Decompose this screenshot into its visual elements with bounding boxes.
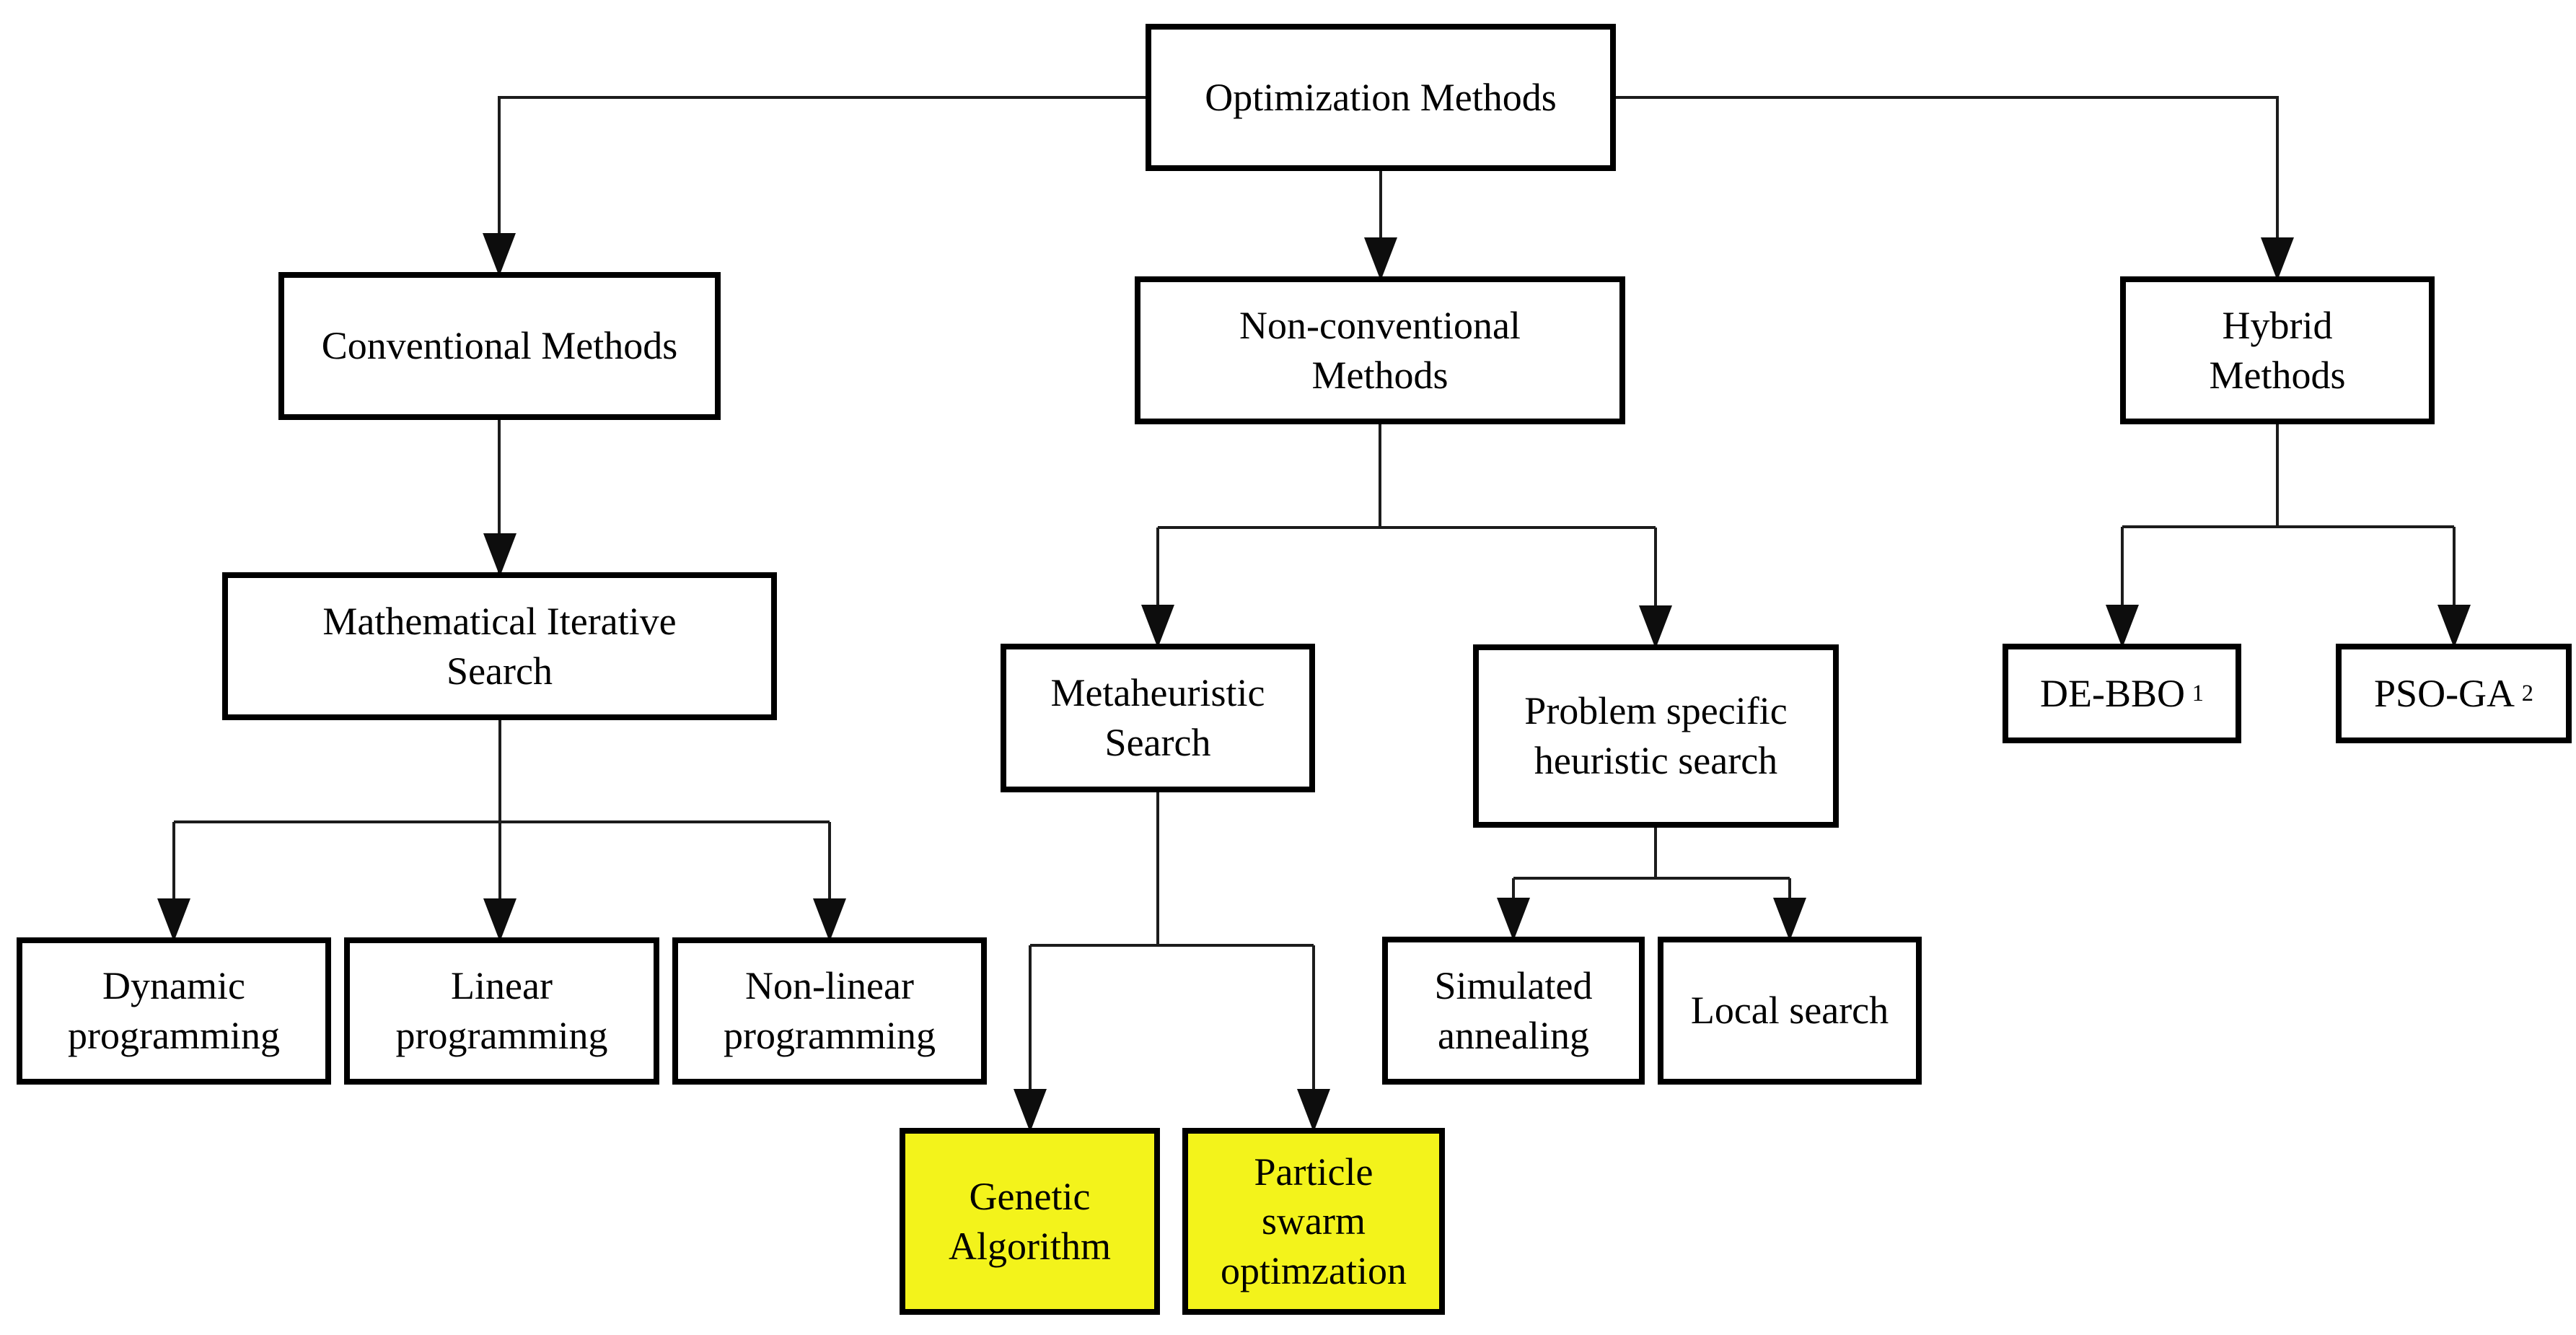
connector-line bbox=[172, 720, 831, 937]
arrowhead-down-icon bbox=[483, 533, 516, 577]
arrowhead-down-icon bbox=[2437, 605, 2471, 648]
arrowhead-down-icon bbox=[2106, 605, 2139, 648]
node-conventional-methods: Conventional Methods bbox=[278, 272, 721, 420]
node-label: Local search bbox=[1690, 989, 1889, 1033]
node-label: Mathematical Iterative Search bbox=[322, 599, 677, 693]
edge-optimization-to-nonconventional bbox=[1364, 171, 1397, 281]
node-optimization-methods: Optimization Methods bbox=[1146, 24, 1616, 171]
node-label: Optimization Methods bbox=[1205, 75, 1557, 119]
edges-nonconventional-to-children bbox=[1141, 424, 1672, 649]
connector-line bbox=[1616, 96, 2279, 276]
arrowhead-down-icon bbox=[2261, 237, 2294, 281]
node-label: Genetic Algorithm bbox=[949, 1174, 1111, 1268]
edge-optimization-to-conventional bbox=[483, 96, 1146, 276]
arrowhead-down-icon bbox=[1014, 1089, 1047, 1132]
node-mathematical-iterative-search: Mathematical Iterative Search bbox=[222, 572, 777, 720]
connector-line bbox=[498, 96, 1146, 272]
node-label: Particle swarm optimzation bbox=[1221, 1150, 1407, 1292]
node-label: Non-conventional Methods bbox=[1239, 303, 1521, 397]
node-metaheuristic-search: Metaheuristic Search bbox=[1001, 644, 1315, 792]
node-non-linear-programming: Non-linear programming bbox=[672, 937, 987, 1085]
edge-conventional-to-mathematical bbox=[483, 420, 516, 577]
connector-line bbox=[1029, 792, 1315, 1128]
node-label: Non-linear programming bbox=[724, 964, 936, 1057]
node-label: Linear programming bbox=[395, 964, 608, 1057]
connector-line bbox=[1512, 828, 1791, 937]
node-label: Problem specific heuristic search bbox=[1524, 689, 1788, 782]
node-label: DE-BBO bbox=[2040, 671, 2186, 715]
node-label: Dynamic programming bbox=[68, 964, 280, 1057]
connector-line bbox=[1156, 424, 1657, 644]
arrowhead-down-icon bbox=[1141, 605, 1174, 648]
node-non-conventional-methods: Non-conventional Methods bbox=[1135, 276, 1625, 424]
node-label: Conventional Methods bbox=[321, 324, 678, 368]
node-simulated-annealing: Simulated annealing bbox=[1382, 937, 1645, 1085]
node-label: Simulated annealing bbox=[1434, 963, 1593, 1057]
node-label: PSO-GA bbox=[2374, 671, 2515, 715]
node-label: Hybrid Methods bbox=[2209, 303, 2346, 397]
edge-optimization-to-hybrid bbox=[1616, 96, 2294, 281]
arrowhead-down-icon bbox=[813, 898, 846, 942]
arrowhead-down-icon bbox=[1364, 237, 1397, 281]
node-problem-specific-heuristic-search: Problem specific heuristic search bbox=[1473, 644, 1839, 828]
node-genetic-algorithm: Genetic Algorithm bbox=[900, 1128, 1160, 1315]
node-local-search: Local search bbox=[1658, 937, 1922, 1085]
edges-mathematical-to-children bbox=[157, 720, 846, 942]
node-linear-programming: Linear programming bbox=[344, 937, 659, 1085]
connector-line bbox=[2121, 424, 2456, 644]
edges-problem-specific-to-children bbox=[1497, 828, 1806, 941]
edges-hybrid-to-children bbox=[2106, 424, 2471, 648]
arrowhead-down-icon bbox=[1639, 605, 1672, 649]
node-particle-swarm-optimization: Particle swarm optimzation bbox=[1182, 1128, 1445, 1315]
arrowhead-down-icon bbox=[1497, 898, 1530, 941]
arrowhead-down-icon bbox=[483, 898, 516, 942]
node-hybrid-methods: Hybrid Methods bbox=[2120, 276, 2435, 424]
arrowhead-down-icon bbox=[157, 898, 190, 942]
arrowhead-down-icon bbox=[1297, 1089, 1330, 1132]
node-dynamic-programming: Dynamic programming bbox=[17, 937, 331, 1085]
arrowhead-down-icon bbox=[483, 233, 516, 276]
arrowhead-down-icon bbox=[1773, 898, 1806, 941]
edges-metaheuristic-to-children bbox=[1014, 792, 1330, 1132]
node-label: Metaheuristic Search bbox=[1050, 671, 1265, 764]
